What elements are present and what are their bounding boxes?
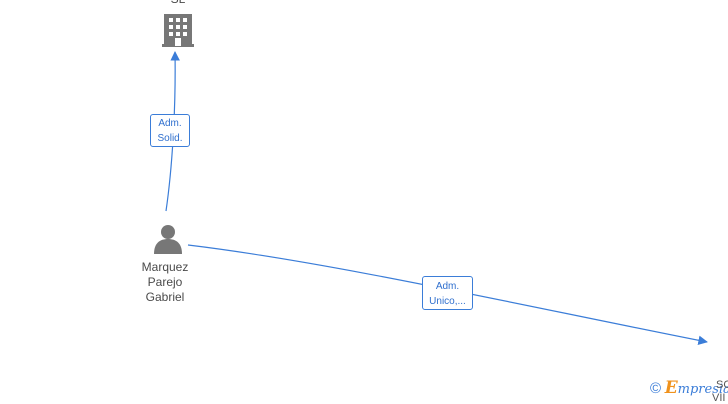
brand-initial: E (664, 378, 678, 398)
offscreen-node-label-2: VII (712, 392, 726, 404)
company-label[interactable]: SL (158, 0, 198, 7)
person-label-line-2: Parejo (147, 275, 183, 289)
person-icon[interactable] (154, 225, 182, 254)
brand-name: mpresia (677, 382, 728, 397)
person-label-line-3: Gabriel (145, 290, 185, 304)
edge-label-line-1: Adm. (158, 118, 182, 129)
edge-label-line-1: Adm. (435, 281, 460, 292)
person-label-line-1: Marquez (141, 260, 189, 274)
edge-label-line-2: Solid. (157, 133, 183, 144)
building-icon[interactable] (162, 14, 194, 47)
edge-label-adm-unico[interactable]: Adm. Unico,... (422, 276, 473, 310)
copyright-symbol: © (650, 380, 662, 397)
edge-label-adm-solid[interactable]: Adm. Solid. (150, 114, 190, 147)
empresia-watermark: © Empresia (650, 378, 728, 400)
person-label[interactable]: Marquez Parejo Gabriel (125, 260, 205, 305)
edge-label-line-2: Unico,... (429, 296, 466, 307)
offscreen-node-label: SC (716, 379, 728, 391)
